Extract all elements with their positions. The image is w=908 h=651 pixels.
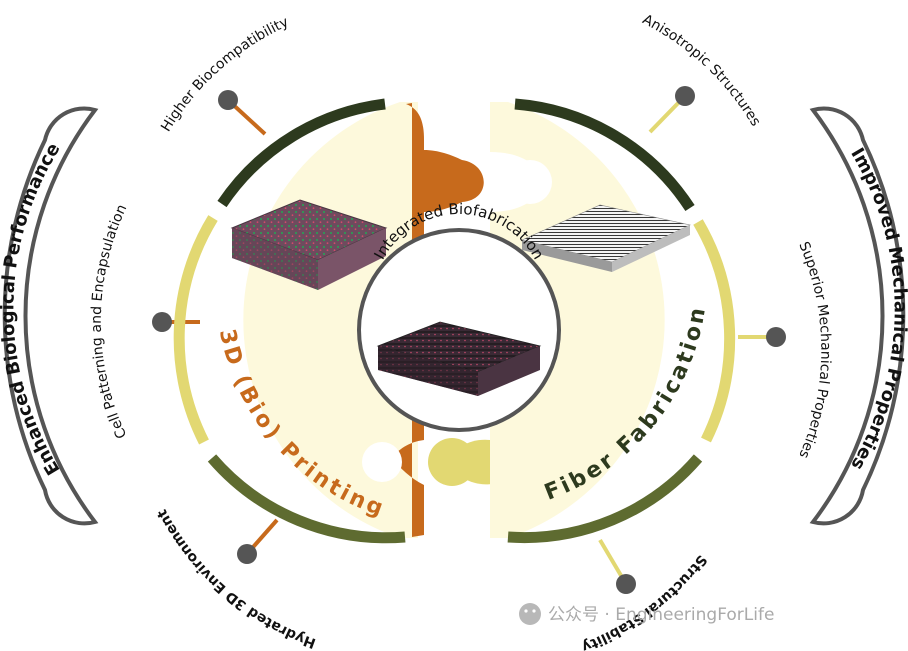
pin-hydrated-3d-environment [237,518,279,564]
watermark-text: 公众号 · EngineeringForLife [548,605,774,625]
pin-superior-mechanical [738,327,786,347]
watermark: 公众号 · EngineeringForLife [519,603,774,625]
pin-structural-stability [598,538,636,594]
right-category-label: Improved Mechanical Properties [846,144,908,473]
feature-higher-biocompatibility: Higher Biocompatibility [158,14,291,134]
printed-scaffold-image [230,199,388,290]
feature-cell-patterning: Cell Patterning and Encapsulation [89,202,131,441]
feature-structural-stability: Structural Stability [579,552,709,651]
right-category-pill: Improved Mechanical Properties [809,106,908,526]
left-category-label: Enhanced Biological Performance [0,139,65,478]
fiber-bundle-image [521,204,691,272]
wechat-icon [519,603,541,625]
pin-higher-biocompatibility [218,90,267,136]
integrated-scaffold-image [376,321,542,396]
integrated-biofabrication-circle: Integrated Biofabrication [357,200,561,432]
feature-anisotropic-structures: Anisotropic Structures [640,12,764,129]
feature-hydrated-3d-environment: Hydrated 3D Environment [154,506,318,651]
feature-superior-mechanical: Superior Mechanical Properties [795,239,833,460]
left-category-pill: Enhanced Biological Performance [0,106,99,526]
pin-anisotropic-structures [648,86,695,134]
